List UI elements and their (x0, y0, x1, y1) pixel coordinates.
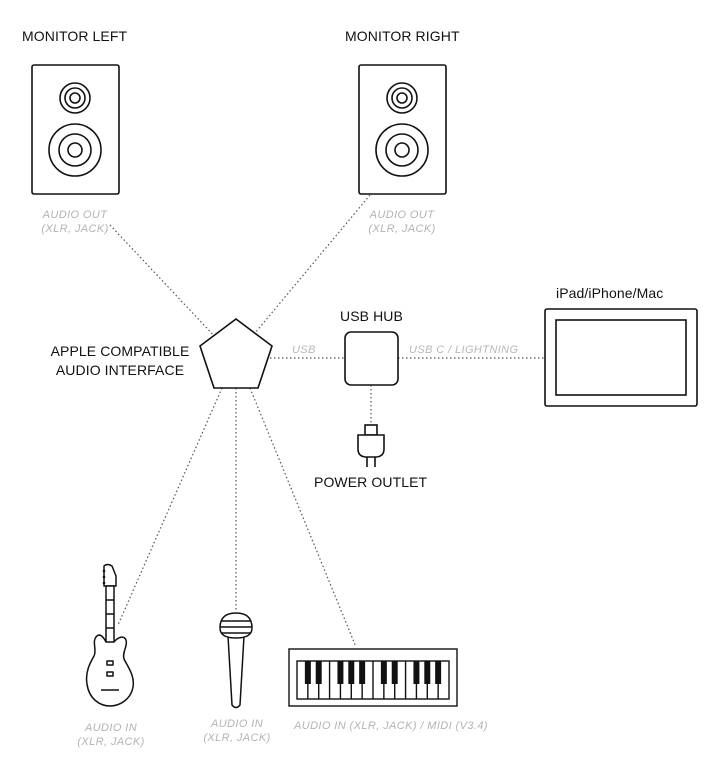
monitor-right-icon (358, 64, 447, 195)
black-key (337, 661, 344, 684)
black-key (380, 661, 387, 684)
microphone-icon (219, 612, 253, 709)
black-key (391, 661, 398, 684)
microphone-port-line1: AUDIO IN (210, 718, 264, 730)
black-key (359, 661, 366, 684)
keyboard-port-label: AUDIO IN (XLR, JACK) / MIDI (V3.4) (294, 720, 488, 732)
device-title: iPad/iPhone/Mac (556, 285, 664, 301)
keyboard-icon (288, 648, 458, 707)
audio-interface-line2: AUDIO INTERFACE (55, 362, 185, 378)
audio-interface-line1: APPLE COMPATIBLE (50, 343, 190, 359)
black-key (304, 661, 311, 684)
line-guitar (117, 387, 223, 626)
usb-hub-title: USB HUB (340, 308, 403, 324)
black-key (413, 661, 420, 684)
usb-c-connection-label: USB C / LIGHTNING (407, 344, 521, 356)
monitor-left-port-line2: (XLR, JACK) (41, 223, 109, 235)
usb-hub-icon (344, 331, 399, 386)
black-key (424, 661, 431, 684)
guitar-port-line1: AUDIO IN (84, 722, 138, 734)
tablet-icon (544, 308, 698, 407)
power-outlet-title: POWER OUTLET (314, 474, 428, 490)
monitor-left-port-label: AUDIO OUT (XLR, JACK) (34, 208, 116, 236)
line-keyboard (249, 387, 357, 648)
microphone-port-label: AUDIO IN (XLR, JACK) (192, 717, 282, 745)
connection-lines (109, 194, 545, 648)
black-key (348, 661, 355, 684)
monitor-right-port-label: AUDIO OUT (XLR, JACK) (361, 208, 443, 236)
monitor-right-port-line2: (XLR, JACK) (368, 223, 436, 235)
guitar-icon (85, 563, 135, 707)
microphone-port-line2: (XLR, JACK) (203, 732, 271, 744)
monitor-right-title: MONITOR RIGHT (345, 28, 460, 44)
usb-connection-label: USB (290, 344, 318, 356)
black-key (315, 661, 322, 684)
guitar-port-line2: (XLR, JACK) (77, 736, 145, 748)
audio-interface-label: APPLE COMPATIBLE AUDIO INTERFACE (45, 342, 195, 380)
power-plug-icon (357, 424, 385, 467)
line-monitor-left (109, 224, 219, 341)
monitor-left-title: MONITOR LEFT (22, 28, 128, 44)
audio-interface-icon (199, 318, 273, 389)
monitor-right-port-line1: AUDIO OUT (369, 209, 435, 221)
monitor-left-icon (31, 64, 120, 195)
guitar-port-label: AUDIO IN (XLR, JACK) (66, 721, 156, 749)
black-key (435, 661, 442, 684)
monitor-left-port-line1: AUDIO OUT (42, 209, 108, 221)
